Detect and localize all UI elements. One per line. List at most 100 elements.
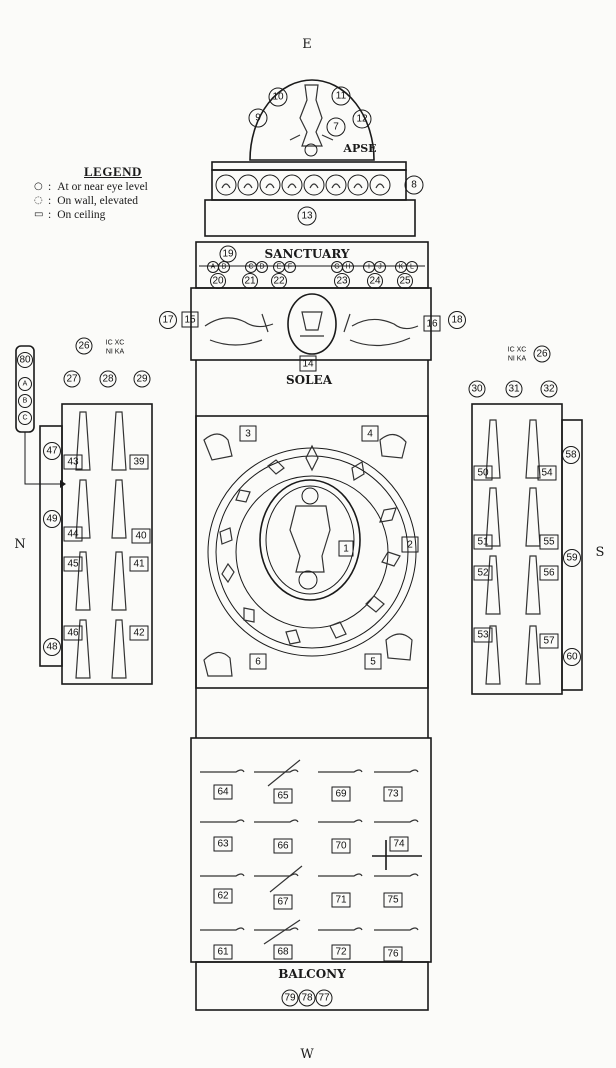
compass-south: S xyxy=(596,545,605,560)
apse-markers: 10 9 11 12 7 xyxy=(248,86,372,137)
svg-text:B: B xyxy=(222,264,227,271)
north-aisle-wall xyxy=(61,403,153,685)
pantocrator-figure xyxy=(289,487,331,590)
narthex xyxy=(195,961,429,1011)
compass-north: N xyxy=(14,537,25,552)
circle-icon: ○ xyxy=(34,181,43,192)
upper-band xyxy=(204,199,416,237)
svg-text:K: K xyxy=(399,264,404,271)
pantocrator-frame xyxy=(259,479,361,601)
north-aisle-side xyxy=(39,425,63,667)
balcony-label: BALCONY xyxy=(278,967,346,981)
svg-text:IC XC: IC XC xyxy=(508,347,527,354)
marker-7 xyxy=(326,117,346,137)
svg-text:27: 27 xyxy=(66,374,78,385)
marker-1: 1 xyxy=(343,544,349,555)
svg-text:41: 41 xyxy=(133,559,145,570)
svg-text:75: 75 xyxy=(387,895,399,906)
angel-right xyxy=(343,313,419,347)
svg-text:71: 71 xyxy=(335,895,347,906)
svg-text:39: 39 xyxy=(133,457,145,468)
marker-15: 15 xyxy=(184,315,196,326)
marker-22: 22 xyxy=(273,276,285,287)
dotted-circle-icon: ◌ xyxy=(34,195,43,206)
svg-text:53: 53 xyxy=(477,630,489,641)
svg-text:65: 65 xyxy=(277,791,289,802)
evangelists xyxy=(203,433,413,677)
svg-text:70: 70 xyxy=(335,841,347,852)
marker-8 xyxy=(404,175,424,195)
marker-14: 14 xyxy=(302,359,314,370)
svg-text:73: 73 xyxy=(387,789,399,800)
marker-5: 5 xyxy=(370,657,376,668)
svg-text:55: 55 xyxy=(543,537,555,548)
solea-area xyxy=(190,287,432,361)
marker-17: 17 xyxy=(162,315,174,326)
apse-label: APSE xyxy=(342,142,376,155)
svg-text:74: 74 xyxy=(393,839,405,850)
compass-west: W xyxy=(300,1047,314,1062)
svg-text:60: 60 xyxy=(566,652,578,663)
svg-text:I: I xyxy=(368,264,370,271)
medallion-band xyxy=(211,169,407,201)
svg-text:58: 58 xyxy=(565,450,577,461)
svg-text:50: 50 xyxy=(477,468,489,479)
svg-text:51: 51 xyxy=(477,537,489,548)
balcony-saints xyxy=(200,759,422,945)
svg-text:L: L xyxy=(410,264,414,271)
svg-text:26: 26 xyxy=(536,349,548,360)
svg-text:68: 68 xyxy=(277,947,289,958)
svg-text:48: 48 xyxy=(46,642,58,653)
sanctuary-label: SANCTUARY xyxy=(264,247,349,261)
svg-text:7: 7 xyxy=(333,122,339,133)
svg-text:31: 31 xyxy=(508,384,520,395)
balcony-markers: 64 63 62 61 65 66 67 68 69 70 71 72 73 7… xyxy=(213,784,409,1007)
legend-title: LEGEND xyxy=(84,164,142,179)
svg-text:40: 40 xyxy=(135,531,147,542)
angel-left xyxy=(204,313,274,346)
marker-23: 23 xyxy=(336,276,348,287)
svg-text:79: 79 xyxy=(284,993,296,1004)
marker-6: 6 xyxy=(255,657,261,668)
svg-text:43: 43 xyxy=(67,457,79,468)
svg-text:46: 46 xyxy=(67,628,79,639)
marker-2: 2 xyxy=(407,540,413,551)
svg-text:72: 72 xyxy=(335,947,347,958)
svg-text:69: 69 xyxy=(335,789,347,800)
svg-text:57: 57 xyxy=(543,636,555,647)
nave-ceiling xyxy=(195,415,429,689)
svg-text:32: 32 xyxy=(543,384,555,395)
svg-text:F: F xyxy=(288,264,292,271)
south-markers: 50 54 51 55 52 56 53 57 58 59 60 xyxy=(473,446,581,666)
svg-text:13: 13 xyxy=(301,211,313,222)
svg-text:29: 29 xyxy=(136,374,148,385)
marker-9 xyxy=(248,108,268,128)
svg-text:J: J xyxy=(378,264,382,271)
svg-text:62: 62 xyxy=(217,891,229,902)
svg-text:47: 47 xyxy=(46,446,58,457)
svg-text:D: D xyxy=(259,264,264,271)
marker-19: 19 xyxy=(222,249,234,260)
svg-text:42: 42 xyxy=(133,628,145,639)
legend-item-elevated: ◌ : On wall, elevated xyxy=(34,195,138,207)
solea-label: SOLEA xyxy=(286,373,333,387)
apse-step xyxy=(211,161,407,171)
solea-center-medallion xyxy=(287,293,337,355)
compass-east: E xyxy=(302,37,312,52)
marker-25: 25 xyxy=(399,276,411,287)
svg-text:10: 10 xyxy=(272,92,284,103)
svg-text:E: E xyxy=(277,264,282,271)
marker-20: 20 xyxy=(212,276,224,287)
sanctuary-letter-pairs: A B C D E F G H I J K L xyxy=(207,261,418,273)
marker-10 xyxy=(268,87,288,107)
marker-16: 16 xyxy=(426,319,438,330)
svg-text:A: A xyxy=(211,264,216,271)
apse-outline xyxy=(249,79,375,161)
north-upper-markers: 26 IC XC NI KA 27 28 29 xyxy=(63,337,151,388)
svg-text:61: 61 xyxy=(217,947,229,958)
marker-3: 3 xyxy=(245,429,251,440)
marker-18: 18 xyxy=(451,315,463,326)
svg-text:11: 11 xyxy=(336,91,347,102)
